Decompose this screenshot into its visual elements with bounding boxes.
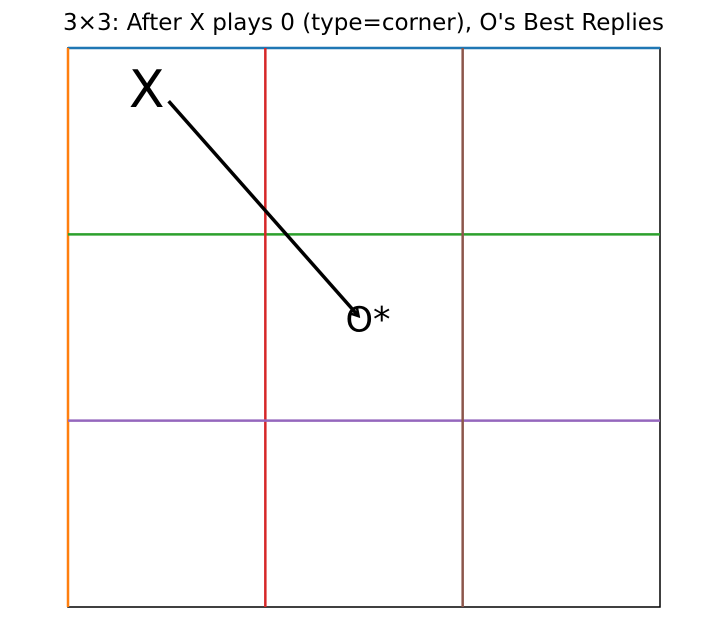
best-reply-arrow: [167, 100, 358, 315]
x-move-mark: X: [129, 60, 165, 120]
best-reply-mark: O*: [345, 301, 390, 341]
diagram-title: 3×3: After X plays 0 (type=corner), O's …: [63, 10, 664, 36]
